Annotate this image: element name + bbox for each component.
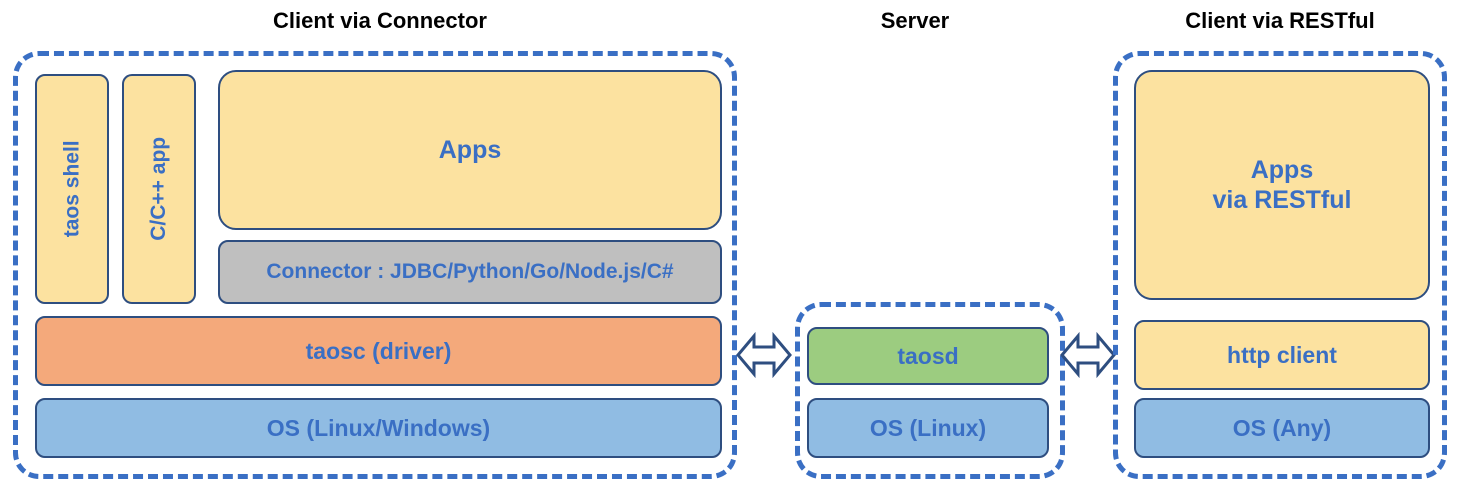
section-title-client-restful: Client via RESTful (1185, 8, 1375, 33)
box-os-linux[interactable]: OS (Linux) (807, 398, 1049, 458)
box-c-cpp-app[interactable]: C/C++ app (122, 74, 196, 304)
box-os-linux-windows[interactable]: OS (Linux/Windows) (35, 398, 722, 458)
box-taos-shell-label: taos shell (60, 140, 84, 238)
group-client-via-restful (1113, 51, 1447, 479)
box-taosc-driver[interactable]: taosc (driver) (35, 316, 722, 386)
box-apps-via-restful[interactable]: Apps via RESTful (1134, 70, 1430, 300)
section-title-server: Server (880, 8, 950, 33)
box-connector-list[interactable]: Connector : JDBC/Python/Go/Node.js/C# (218, 240, 722, 304)
box-os-any[interactable]: OS (Any) (1134, 398, 1430, 458)
box-apps-connector[interactable]: Apps (218, 70, 722, 230)
box-http-client[interactable]: http client (1134, 320, 1430, 390)
box-taos-shell[interactable]: taos shell (35, 74, 109, 304)
box-taosd[interactable]: taosd (807, 327, 1049, 385)
bidirectional-arrow-right-icon (1060, 330, 1116, 380)
group-server (795, 302, 1065, 479)
bidirectional-arrow-left-icon (736, 330, 792, 380)
section-title-client-connector: Client via Connector (273, 8, 487, 33)
group-client-via-connector (13, 51, 737, 479)
box-c-cpp-app-label: C/C++ app (147, 137, 171, 241)
